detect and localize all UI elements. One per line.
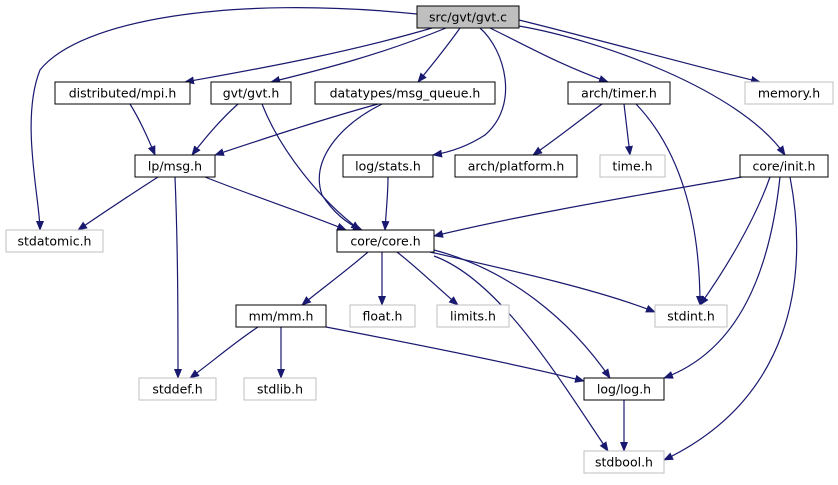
node-mm[interactable]: mm/mm.h xyxy=(235,304,327,328)
edge-mpi-to-lp_msg xyxy=(129,103,156,156)
node-label: float.h xyxy=(363,309,403,324)
node-label: datatypes/msg_queue.h xyxy=(330,86,481,101)
edge-gvt_c-to-timer xyxy=(489,27,609,83)
edge-core-to-stdint xyxy=(429,251,656,313)
edge-init-to-log xyxy=(663,176,781,379)
node-box xyxy=(243,377,317,401)
edge-stats-to-core xyxy=(381,176,390,231)
node-gvt-h[interactable]: gvt/gvt.h xyxy=(210,81,292,105)
node-float: float.h xyxy=(349,304,416,328)
edge-timer-to-stdint xyxy=(635,103,704,306)
node-core[interactable]: core/core.h xyxy=(336,229,435,253)
edge-gvt_c-to-msg_queue xyxy=(417,27,461,83)
edge-gvt_c-to-mpi xyxy=(184,27,433,85)
node-stats[interactable]: log/stats.h xyxy=(342,154,434,178)
edge-init-to-core xyxy=(433,176,743,238)
edge-gvt_h-to-lp_msg xyxy=(191,103,239,156)
node-msg-queue[interactable]: datatypes/msg_queue.h xyxy=(314,81,496,105)
node-box xyxy=(5,229,104,253)
edge-lp_msg-to-stddef xyxy=(173,176,182,379)
node-label: core/core.h xyxy=(350,234,420,249)
node-label: memory.h xyxy=(758,86,820,101)
node-label: mm/mm.h xyxy=(249,309,314,324)
edge-core-to-log xyxy=(433,249,611,379)
node-box xyxy=(349,304,416,328)
edge-gvt_c-to-stdatomic xyxy=(30,7,418,231)
edge-msg_queue-to-lp_msg xyxy=(214,103,379,156)
edge-gvt_h-to-core xyxy=(261,103,361,231)
edges-layer xyxy=(30,7,798,461)
node-label: arch/platform.h xyxy=(468,159,565,174)
node-time: time.h xyxy=(599,154,666,178)
node-label: log/log.h xyxy=(597,382,651,397)
node-timer[interactable]: arch/timer.h xyxy=(567,81,671,105)
edge-gvt_c-to-init xyxy=(518,25,786,156)
node-box xyxy=(454,154,578,178)
node-box xyxy=(654,304,728,328)
edge-core-to-mm xyxy=(301,251,369,306)
edge-mm-to-log xyxy=(325,326,585,383)
edge-init-to-stdbool xyxy=(663,176,798,461)
node-label: log/stats.h xyxy=(355,159,421,174)
node-box xyxy=(342,154,434,178)
node-box xyxy=(744,81,834,105)
node-box xyxy=(567,81,671,105)
node-box xyxy=(54,81,191,105)
node-platform[interactable]: arch/platform.h xyxy=(454,154,578,178)
edge-gvt_c-to-stats xyxy=(432,27,507,158)
node-label: stdlib.h xyxy=(257,382,303,397)
node-memory: memory.h xyxy=(744,81,834,105)
node-box xyxy=(599,154,666,178)
nodes-layer: src/gvt/gvt.c distributed/mpi.h gvt/gvt.h d… xyxy=(5,5,834,474)
node-limits: limits.h xyxy=(436,304,510,328)
node-label: stdbool.h xyxy=(595,455,653,470)
node-label: limits.h xyxy=(450,309,496,324)
edge-timer-to-platform xyxy=(532,103,603,156)
node-box xyxy=(138,377,217,401)
edge-lp_msg-to-core xyxy=(204,176,347,231)
node-box xyxy=(583,450,665,474)
edge-init-to-stdint xyxy=(699,176,771,306)
node-stddef: stddef.h xyxy=(138,377,217,401)
node-box xyxy=(739,154,829,178)
node-stdint: stdint.h xyxy=(654,304,728,328)
node-box xyxy=(583,377,665,401)
edge-msg_queue-to-core xyxy=(318,103,383,231)
node-box xyxy=(134,154,216,178)
node-log[interactable]: log/log.h xyxy=(583,377,665,401)
edge-core-to-limits xyxy=(396,251,459,306)
node-init[interactable]: core/init.h xyxy=(739,154,829,178)
node-box xyxy=(210,81,292,105)
node-label: stddef.h xyxy=(152,382,202,397)
node-label: gvt/gvt.h xyxy=(223,86,280,101)
node-label: lp/msg.h xyxy=(148,159,202,174)
edge-mm-to-stddef xyxy=(189,326,259,379)
node-lp-msg[interactable]: lp/msg.h xyxy=(134,154,216,178)
edge-gvt_c-to-memory xyxy=(518,19,761,84)
edge-core-to-stdbool xyxy=(433,255,609,452)
node-label: time.h xyxy=(612,159,652,174)
node-label: arch/timer.h xyxy=(581,86,657,101)
node-mpi[interactable]: distributed/mpi.h xyxy=(54,81,191,105)
edge-timer-to-time xyxy=(623,103,633,156)
node-label: stdatomic.h xyxy=(18,234,92,249)
node-label: core/init.h xyxy=(753,159,816,174)
edge-lp_msg-to-stdatomic xyxy=(77,176,159,231)
node-label: stdint.h xyxy=(667,309,715,324)
node-box xyxy=(336,229,435,253)
node-label: src/gvt/gvt.c xyxy=(429,10,507,25)
node-box xyxy=(314,81,496,105)
node-box xyxy=(416,5,520,29)
node-stdbool: stdbool.h xyxy=(583,450,665,474)
node-box xyxy=(235,304,327,328)
node-label: distributed/mpi.h xyxy=(69,86,177,101)
node-stdatomic: stdatomic.h xyxy=(5,229,104,253)
node-box xyxy=(436,304,510,328)
node-gvt-c[interactable]: src/gvt/gvt.c xyxy=(416,5,520,29)
node-stdlib: stdlib.h xyxy=(243,377,317,401)
edge-gvt_c-to-gvt_h xyxy=(270,27,447,84)
